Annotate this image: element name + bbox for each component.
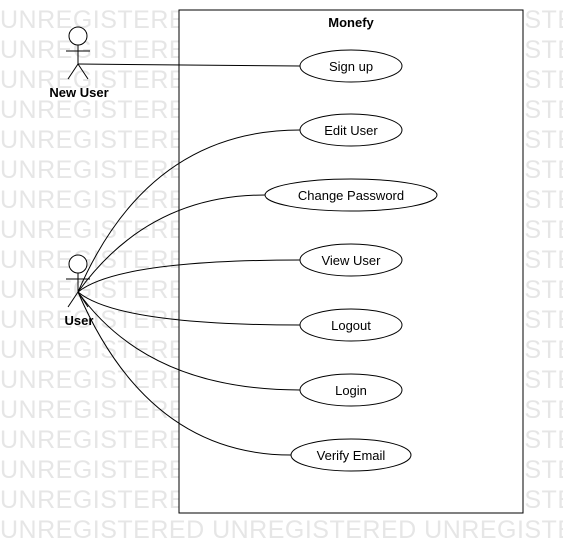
association-user-view-user[interactable]	[77, 259, 301, 293]
association-user-change-password[interactable]	[77, 194, 266, 293]
actor-user[interactable]	[66, 254, 90, 308]
use-case-view-user[interactable]: View User	[299, 243, 403, 277]
use-case-ellipse[interactable]	[299, 373, 403, 407]
use-case-label: View User	[321, 253, 381, 268]
association-user-edit-user[interactable]	[77, 129, 301, 293]
association-new-user-sign-up[interactable]	[77, 63, 301, 67]
use-case-label: Change Password	[298, 188, 404, 203]
use-case-ellipse[interactable]	[299, 243, 403, 277]
use-case-ellipse[interactable]	[299, 49, 403, 83]
use-case-login[interactable]: Login	[299, 373, 403, 407]
use-case-change-password[interactable]: Change Password	[264, 178, 438, 212]
use-case-sign-up[interactable]: Sign up	[299, 49, 403, 83]
use-case-label: Sign up	[329, 59, 373, 74]
use-case-ellipse[interactable]	[264, 178, 438, 212]
use-case-verify-email[interactable]: Verify Email	[290, 438, 412, 472]
use-case-label: Verify Email	[317, 448, 386, 463]
association-layer	[77, 63, 301, 456]
actor-left-leg	[67, 63, 79, 80]
actor-label: User	[65, 313, 94, 328]
association-user-logout[interactable]	[77, 291, 301, 326]
actor-new-user[interactable]	[66, 26, 90, 80]
actor-label: New User	[49, 85, 108, 100]
actor-head	[68, 254, 88, 274]
use-case-label: Logout	[331, 318, 371, 333]
watermark-text: UNREGISTERED UNREGISTERED UNREGISTERED U…	[0, 516, 563, 544]
use-case-label: Edit User	[324, 123, 378, 138]
use-case-ellipse[interactable]	[290, 438, 412, 472]
actor-left-leg	[67, 291, 79, 308]
actor-right-leg	[77, 63, 89, 80]
use-case-label: Login	[335, 383, 367, 398]
use-case-ellipse[interactable]	[299, 113, 403, 147]
use-case-logout[interactable]: Logout	[299, 308, 403, 342]
actor-right-leg	[77, 291, 89, 308]
system-title: Monefy	[328, 15, 374, 30]
use-case-ellipse[interactable]	[299, 308, 403, 342]
association-user-verify-email[interactable]	[77, 291, 292, 456]
actor-head	[68, 26, 88, 46]
use-case-edit-user[interactable]: Edit User	[299, 113, 403, 147]
association-user-login[interactable]	[77, 291, 301, 391]
